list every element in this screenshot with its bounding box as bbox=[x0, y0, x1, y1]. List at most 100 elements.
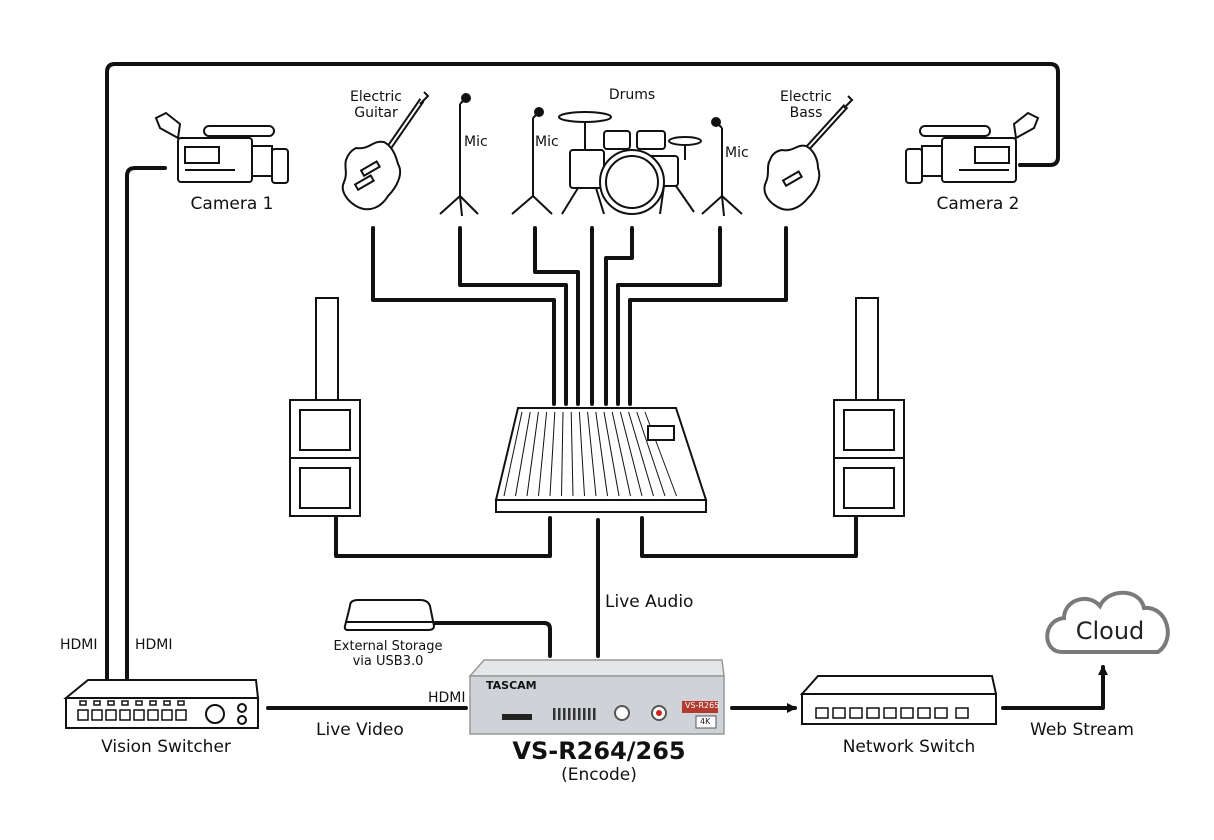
switcher-led bbox=[121, 700, 129, 706]
switcher-button bbox=[161, 709, 173, 721]
switcher-button bbox=[175, 709, 187, 721]
switcher-led bbox=[163, 700, 171, 706]
guitar-line bbox=[371, 226, 556, 406]
switch-port bbox=[917, 707, 931, 719]
mixer-strip bbox=[561, 411, 564, 497]
storage-icon bbox=[343, 599, 436, 631]
switcher-led bbox=[135, 700, 143, 706]
mixer-strip bbox=[549, 411, 556, 497]
network-switch-icon bbox=[799, 675, 998, 725]
switcher-led bbox=[79, 700, 87, 706]
speaker-icon bbox=[833, 297, 905, 517]
encoder-slot bbox=[583, 708, 586, 720]
switch-port bbox=[955, 707, 969, 719]
camera2-label: Camera 2 bbox=[936, 194, 1020, 214]
camera-icon bbox=[154, 111, 289, 184]
external-storage-label: External Storage via USB3.0 bbox=[333, 639, 443, 669]
mixer-strip bbox=[628, 411, 654, 497]
switcher-led bbox=[177, 700, 185, 706]
drum-mic-line bbox=[533, 226, 580, 406]
switch-to-cloud-arrow bbox=[1001, 665, 1108, 710]
hdmi-label-left: HDMI bbox=[60, 637, 98, 653]
mic-right-label: Mic bbox=[725, 145, 749, 161]
mixer-strip bbox=[587, 411, 597, 497]
speaker-icon bbox=[289, 297, 361, 517]
camera1-label: Camera 1 bbox=[190, 194, 274, 214]
storage-line bbox=[433, 621, 552, 658]
switcher-button bbox=[133, 709, 145, 721]
mixer-strip bbox=[515, 411, 531, 497]
switch-port bbox=[883, 707, 897, 719]
encoder-brand-label: TASCAM bbox=[486, 679, 537, 692]
mic-drums-label: Mic bbox=[535, 134, 559, 150]
switcher-button bbox=[119, 709, 131, 721]
switch-port bbox=[832, 707, 846, 719]
switcher-led bbox=[93, 700, 101, 706]
switch-port bbox=[815, 707, 829, 719]
mic-left-line bbox=[458, 226, 568, 406]
encoder-model-label: VS-R264/265 bbox=[512, 737, 686, 765]
switcher-button bbox=[77, 709, 89, 721]
encoder-slot bbox=[588, 708, 591, 720]
camera-icon bbox=[905, 111, 1040, 184]
switch-port bbox=[934, 707, 948, 719]
mixer-strip bbox=[538, 411, 548, 497]
camera1-hdmi-line bbox=[125, 166, 167, 680]
encoder-mode-label: (Encode) bbox=[561, 765, 637, 785]
cloud-label: Cloud bbox=[1075, 617, 1145, 645]
mixer-strip bbox=[611, 411, 631, 497]
encoder-slot bbox=[553, 708, 556, 720]
mixer-strip bbox=[526, 411, 539, 497]
switch-port bbox=[900, 707, 914, 719]
encoder-badge-label: VS-R265 bbox=[685, 701, 720, 710]
vision-switcher-icon bbox=[63, 679, 260, 729]
live-audio-label: Live Audio bbox=[605, 592, 694, 612]
electric-bass-icon bbox=[763, 95, 854, 211]
switcher-button bbox=[147, 709, 159, 721]
network-switch-label: Network Switch bbox=[842, 737, 976, 757]
encoder-slot bbox=[563, 708, 566, 720]
mic-right-line bbox=[616, 226, 722, 406]
switch-port bbox=[849, 707, 863, 719]
live-video-label: Live Video bbox=[316, 720, 404, 740]
mic-left-label: Mic bbox=[464, 134, 488, 150]
switch-port bbox=[866, 707, 880, 719]
drum-kit-icon bbox=[511, 107, 702, 215]
switcher-led bbox=[149, 700, 157, 706]
encoder-slot bbox=[578, 708, 581, 720]
encoder-4k-label: 4K bbox=[700, 717, 711, 726]
camera2-hdmi-line bbox=[105, 62, 1060, 680]
mixer-strip bbox=[636, 411, 666, 497]
mic-stand-icon bbox=[701, 117, 743, 217]
drum-line-2 bbox=[604, 226, 634, 406]
hdmi-label-encoder: HDMI bbox=[428, 690, 466, 706]
web-stream-label: Web Stream bbox=[1030, 720, 1134, 740]
switcher-button bbox=[91, 709, 103, 721]
encoder-slot bbox=[558, 708, 561, 720]
mixer-strip bbox=[578, 411, 585, 497]
electric-guitar-label: Electric Guitar bbox=[350, 89, 402, 122]
mixer-strip bbox=[503, 411, 523, 497]
vision-switcher-label: Vision Switcher bbox=[101, 737, 231, 757]
bass-line bbox=[628, 226, 788, 406]
speaker-left-line bbox=[334, 516, 552, 558]
mixer-strip bbox=[603, 411, 620, 497]
mic-stand-icon bbox=[439, 93, 479, 217]
encoder-slot bbox=[593, 708, 596, 720]
cloud-icon bbox=[1045, 590, 1170, 654]
electric-guitar-icon bbox=[341, 91, 430, 211]
speaker-right-line bbox=[640, 516, 858, 558]
encoder-slot bbox=[573, 708, 576, 720]
switcher-led bbox=[107, 700, 115, 706]
encoder-slot bbox=[568, 708, 571, 720]
hdmi-label-right: HDMI bbox=[135, 637, 173, 653]
mixer-strip bbox=[570, 411, 574, 497]
connection-lines bbox=[105, 62, 1108, 713]
mixer-strip bbox=[595, 411, 608, 497]
encoder-icon bbox=[468, 659, 725, 735]
mixer-strip bbox=[619, 411, 643, 497]
drums-label: Drums bbox=[608, 87, 656, 103]
mixer-icon bbox=[494, 407, 708, 513]
